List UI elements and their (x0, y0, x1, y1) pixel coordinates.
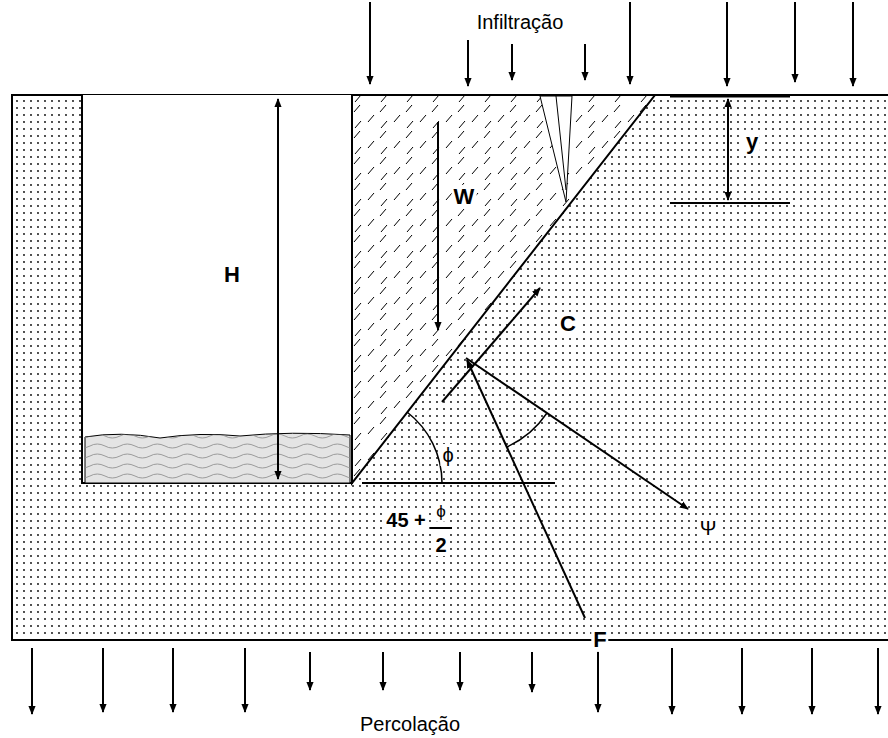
dimension-label: H (222, 263, 242, 287)
reference-line (670, 202, 790, 204)
soil-mass (12, 95, 888, 640)
tension-crack (540, 96, 572, 202)
title-note: Percolação (358, 713, 462, 735)
angle-label: ϕ (440, 444, 455, 466)
angle-label: Ψ (698, 517, 719, 539)
cohesion-vector (442, 288, 540, 402)
fraction-bar (430, 527, 452, 529)
percolation-arrows (32, 648, 878, 714)
angle-label: 2 (433, 534, 448, 556)
height-dimension (277, 99, 279, 479)
reference-line (670, 95, 790, 98)
base-line (362, 482, 555, 484)
force-label: F (591, 628, 608, 652)
soil-texture (12, 95, 888, 640)
force-label: C (558, 312, 578, 336)
sliding-wedge (352, 95, 655, 483)
dimension-label: y (744, 130, 760, 154)
force-label: W (452, 185, 477, 209)
title-note: Infiltração (475, 11, 566, 33)
angle-arc (407, 412, 442, 483)
angle-label: 45 + (384, 509, 427, 531)
angle-arc (507, 413, 547, 447)
psi-vector (466, 358, 688, 509)
infiltration-arrows (370, 2, 853, 86)
weight-vector (437, 122, 439, 330)
angle-label: ϕ (434, 503, 448, 522)
water (85, 433, 350, 483)
excavation (82, 95, 352, 483)
depth-dimension (727, 99, 729, 200)
